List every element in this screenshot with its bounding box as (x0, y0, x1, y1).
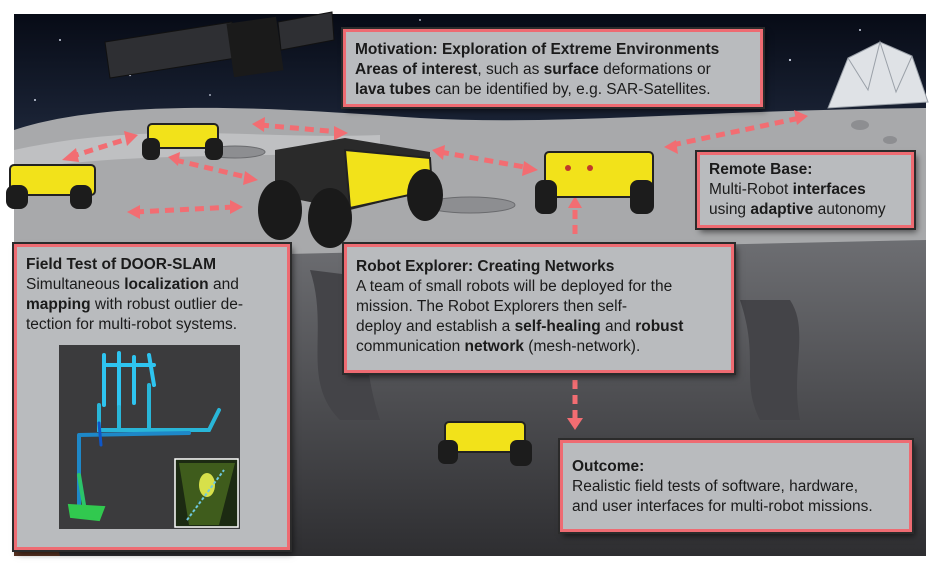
remote-text-2: using (709, 201, 751, 218)
arrowheads (62, 110, 808, 430)
outcome-panel: Outcome: Realistic field tests of softwa… (560, 440, 912, 532)
explorer-text-4: (mesh-network). (523, 338, 641, 355)
outcome-title: Outcome: (572, 458, 645, 475)
mapping-bold: mapping (26, 296, 91, 313)
explorer-text-3: communication (356, 338, 465, 355)
robots (6, 123, 654, 466)
tunnel-photo (179, 463, 235, 525)
motivation-text-2: deformations or (598, 61, 711, 78)
motivation-title: Motivation: Exploration of Extreme Envir… (355, 41, 720, 58)
explorer-line-4: communication network (mesh-network). (356, 337, 722, 357)
field-line-1: Simultaneous localization and (26, 275, 278, 295)
remote-line-2: using adaptive autonomy (709, 200, 902, 220)
explorer-line-1: A team of small robots will be deployed … (356, 278, 673, 295)
self-healing-bold: self-healing (514, 318, 601, 335)
robot-cave (438, 421, 532, 466)
remote-base-title: Remote Base: (709, 161, 813, 178)
motivation-text-1: , such as (477, 61, 544, 78)
surface-bold: surface (543, 61, 599, 78)
explorer-line-2: mission. The Robot Explorers then self- (356, 298, 628, 315)
remote-base-dome (827, 40, 929, 109)
explorer-text-1: deploy and establish a (356, 318, 515, 335)
outcome-line-1: Realistic field tests of software, hardw… (572, 478, 859, 495)
field-line-2: mapping with robust outlier de- (26, 295, 278, 315)
remote-base-panel: Remote Base: Multi-Robot interfaces usin… (697, 152, 914, 228)
robust-bold: robust (635, 318, 684, 335)
field-text-2: and (208, 276, 239, 293)
robot-explorer-title: Robot Explorer: Creating Networks (356, 258, 615, 275)
robot-right (535, 151, 654, 214)
arrows (69, 115, 801, 418)
motivation-text-3: can be identified by, e.g. SAR-Satellite… (430, 81, 711, 98)
field-text-3: with robust outlier de- (90, 296, 244, 313)
robot-left (6, 164, 96, 209)
robot-explorer-panel: Robot Explorer: Creating Networks A team… (344, 244, 734, 373)
slam-map-image (59, 345, 240, 529)
lava-tubes-bold: lava tubes (355, 81, 431, 98)
explorer-text-2: and (600, 318, 636, 335)
explorer-line-3: deploy and establish a self-healing and … (356, 317, 722, 337)
robot-back (142, 123, 223, 160)
satellite (104, 11, 335, 79)
remote-line-1: Multi-Robot interfaces (709, 180, 902, 200)
field-line-3: tection for multi-robot systems. (26, 316, 238, 333)
outcome-line-2: and user interfaces for multi-robot miss… (572, 498, 873, 515)
remote-text-3: autonomy (813, 201, 886, 218)
areas-of-interest-bold: Areas of interest (355, 61, 478, 78)
field-test-title: Field Test of DOOR-SLAM (26, 256, 217, 273)
motivation-line-1: Areas of interest, such as surface defor… (355, 60, 751, 80)
network-bold: network (464, 338, 524, 355)
localization-bold: localization (124, 276, 209, 293)
motivation-line-2: lava tubes can be identified by, e.g. SA… (355, 80, 751, 100)
remote-text-1: Multi-Robot (709, 181, 793, 198)
field-text-1: Simultaneous (26, 276, 125, 293)
interfaces-bold: interfaces (792, 181, 866, 198)
adaptive-bold: adaptive (750, 201, 814, 218)
motivation-panel: Motivation: Exploration of Extreme Envir… (343, 29, 763, 107)
robot-large (258, 138, 443, 248)
